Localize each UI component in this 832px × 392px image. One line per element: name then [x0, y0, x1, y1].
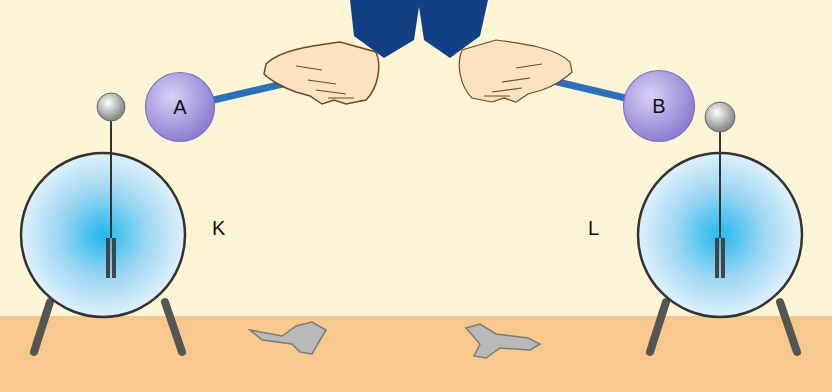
hand — [418, 0, 572, 102]
electroscope-label: K — [212, 217, 225, 240]
metal-piece — [466, 324, 540, 358]
sphere-label: A — [144, 71, 216, 143]
sphere: B — [622, 69, 696, 143]
metal-piece — [250, 322, 326, 354]
table-top — [0, 316, 832, 392]
hand — [264, 0, 420, 104]
sphere-label: B — [622, 69, 696, 143]
electroscope-label: L — [588, 217, 599, 240]
sphere: A — [144, 71, 216, 143]
